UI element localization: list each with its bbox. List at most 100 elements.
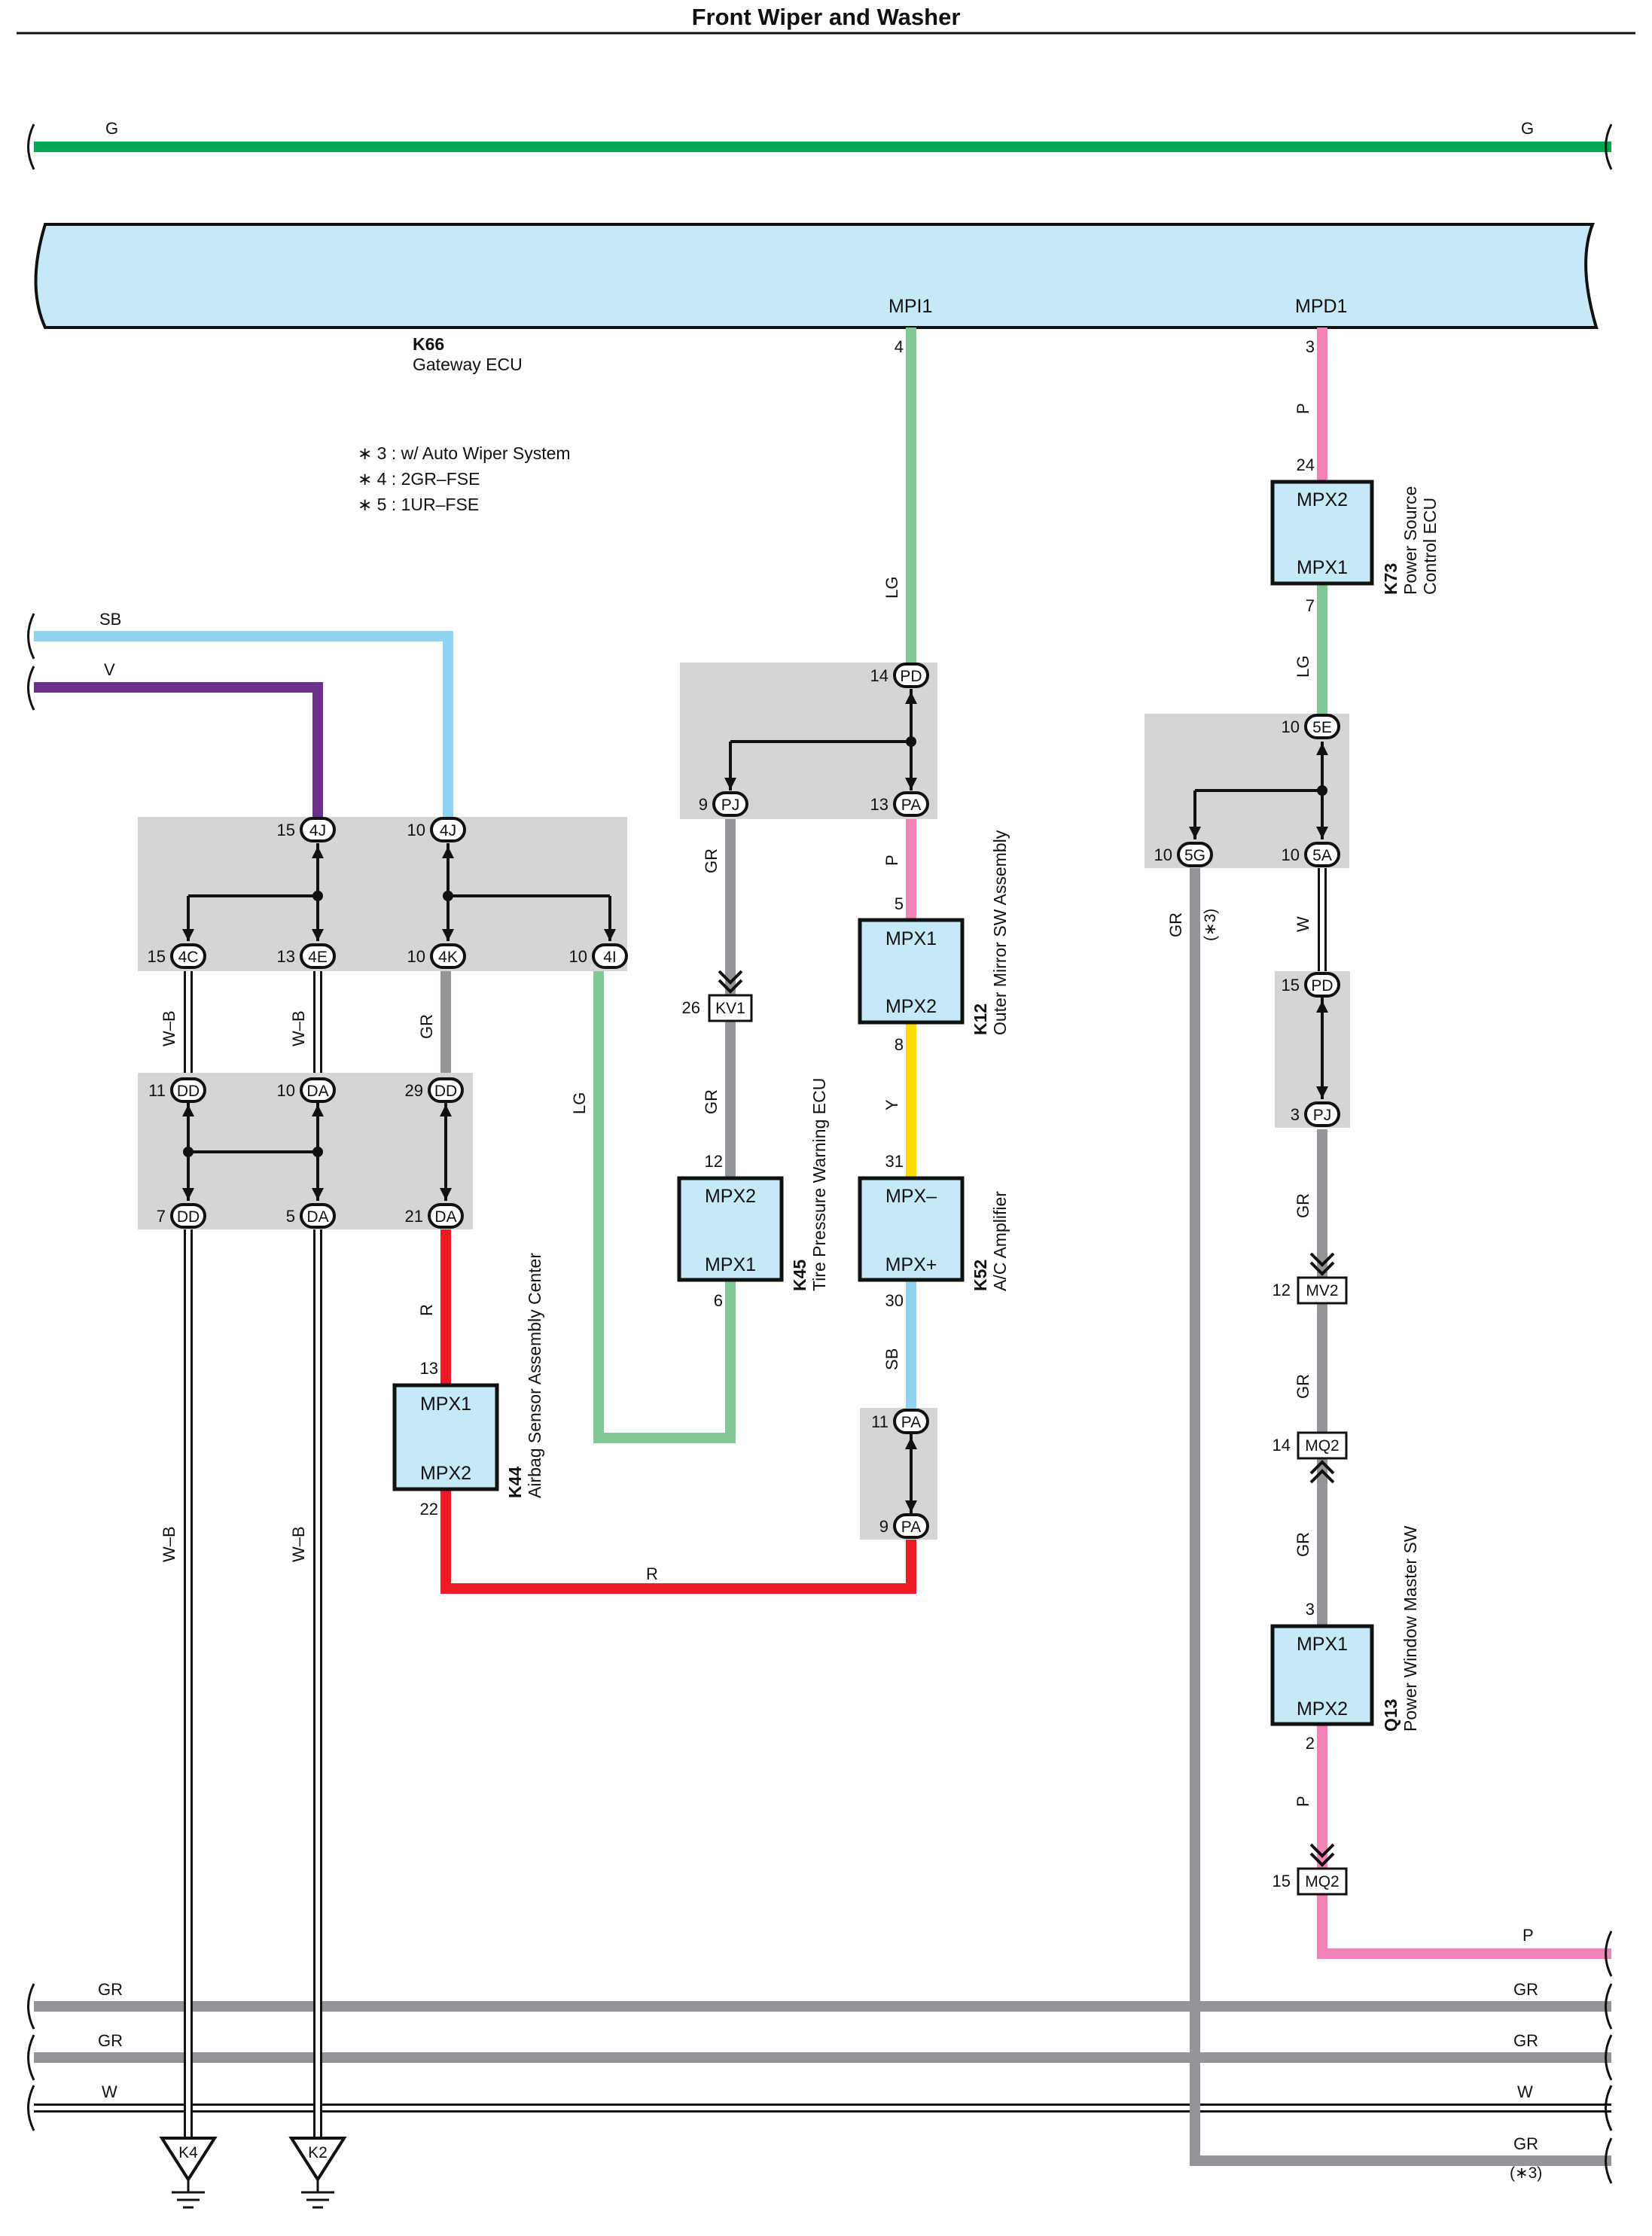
connector-code: 5G <box>1184 847 1205 864</box>
wire-label-p-q13: P <box>1294 1796 1312 1807</box>
splice-lines <box>187 689 1324 1513</box>
connector-pin: 10 <box>569 947 587 966</box>
inline-code: MV2 <box>1306 1282 1338 1299</box>
pin-bottom: 7 <box>1306 596 1315 615</box>
wire-break-left <box>27 613 35 711</box>
note-3: ∗ 5 : 1UR–FSE <box>358 495 479 514</box>
connector-code: PA <box>901 797 921 814</box>
suffix-note-bus: (∗3) <box>1510 2164 1542 2182</box>
pin-top: 5 <box>895 894 904 913</box>
gateway-ecu: MPI1 MPD1 K66 Gateway ECU <box>34 223 1599 374</box>
wire-label-gr-mv2: GR <box>1294 1374 1312 1399</box>
connector-code: 4J <box>440 822 456 839</box>
connector-4j-10: 4J 10 <box>407 817 466 842</box>
wire-label-r-bottom: R <box>646 1564 658 1583</box>
connector-4k: 4K 10 <box>407 943 466 969</box>
connector-pin: 14 <box>870 666 888 685</box>
wire-break-p <box>1605 1930 1613 1977</box>
connector-pin: 3 <box>1291 1105 1300 1124</box>
wire-label-w-5a: W <box>1294 916 1312 932</box>
connector-pin: 13 <box>277 947 295 966</box>
wire-label-y: Y <box>882 1099 901 1110</box>
connector-code: DA <box>306 1208 328 1226</box>
wire-label-w-b-3: W–B <box>160 1526 178 1562</box>
terminal-top: MPX– <box>885 1186 937 1207</box>
component-name: Airbag Sensor Assembly Center <box>525 1253 544 1498</box>
page-title: Front Wiper and Washer <box>692 4 961 30</box>
connector-pd-15: PD 15 <box>1282 972 1340 998</box>
wire-label-w-b-4: W–B <box>289 1526 308 1562</box>
connector-da-5: DA 5 <box>286 1203 336 1229</box>
terminal-top: MPX1 <box>885 928 937 949</box>
connector-code: DD <box>434 1083 457 1100</box>
terminal-bottom: MPX2 <box>885 996 937 1017</box>
wire-sb <box>34 631 453 828</box>
terminal-bottom: MPX+ <box>885 1254 937 1275</box>
terminal-top: MPX2 <box>705 1186 756 1207</box>
wire-label-sb: SB <box>99 610 121 629</box>
connector-pd-14: PD 14 <box>870 663 929 688</box>
inline-connector-mq2-14: MQ2 14 <box>1273 1431 1348 1484</box>
connector-code: DA <box>434 1208 456 1226</box>
connector-code: 4K <box>438 949 458 966</box>
component-name: A/C Amplifier <box>990 1191 1010 1291</box>
connector-pin: 10 <box>407 821 425 839</box>
inline-connector-kv1: KV1 26 <box>682 970 753 1022</box>
note-2: ∗ 4 : 2GR–FSE <box>358 469 480 489</box>
wire-label-sb2: SB <box>882 1348 901 1370</box>
connector-pin: 11 <box>148 1081 166 1100</box>
connector-pin: 13 <box>870 795 888 814</box>
pin-top: 31 <box>885 1152 904 1171</box>
wire-label-v: V <box>104 660 115 679</box>
connector-pin: 10 <box>1282 845 1300 864</box>
connector-code: DD <box>177 1208 200 1226</box>
inline-pin: 12 <box>1273 1281 1291 1299</box>
component-name: Outer Mirror SW Assembly <box>990 830 1010 1035</box>
terminal-top: MPX1 <box>420 1394 471 1415</box>
pin-top: 3 <box>1306 1600 1315 1619</box>
vertical-wire-labels: P LG LG P Y SB GR GR W–B W–B GR LG R W–B… <box>160 403 1312 1807</box>
wire-gr-5g <box>1190 866 1611 2166</box>
inline-pin: 26 <box>682 998 700 1017</box>
bottom-buses <box>27 1983 1613 2184</box>
connector-code: 4I <box>603 949 617 966</box>
connector-pa-9: PA 9 <box>879 1513 929 1539</box>
wire-w-b-over <box>184 1988 1200 2161</box>
wire-label-w-bus-right: W <box>1517 2082 1533 2101</box>
gateway-term-mpd1: MPD1 <box>1295 296 1347 317</box>
pin-bottom: 30 <box>885 1291 904 1310</box>
component-k12: MPX1 MPX2 5 8 K12 Outer Mirror SW Assemb… <box>858 830 1010 1054</box>
pin-bottom: 2 <box>1306 1734 1315 1753</box>
pin-mpi1: 4 <box>895 337 904 356</box>
component-q13: MPX1 MPX2 3 2 Q13 Power Window Master SW <box>1270 1525 1420 1753</box>
connector-code: PJ <box>1313 1107 1332 1124</box>
component-id: K52 <box>971 1260 990 1291</box>
wire-label-w-bus-left: W <box>102 2082 117 2101</box>
connector-code: 5A <box>1312 847 1332 864</box>
wire-label-gr-pj2: GR <box>1294 1193 1312 1218</box>
inline-pin: 15 <box>1273 1872 1291 1890</box>
connector-pin: 15 <box>1282 976 1300 995</box>
wire-label-gr-mq2: GR <box>1294 1532 1312 1557</box>
component-id: K73 <box>1381 563 1401 595</box>
wire-label-r-k44: R <box>417 1304 436 1316</box>
component-k45: MPX2 MPX1 12 6 K45 Tire Pressure Warning… <box>677 1078 829 1310</box>
connector-4i: 4I 10 <box>569 943 628 969</box>
component-name: Tire Pressure Warning ECU <box>809 1078 829 1291</box>
connector-code: PJ <box>721 797 740 814</box>
connector-code: 5E <box>1312 719 1332 736</box>
component-name: Power Window Master SW <box>1401 1525 1420 1732</box>
connector-4j-15: 4J 15 <box>277 817 336 842</box>
component-id: K44 <box>505 1467 525 1498</box>
connector-pa-13: PA 13 <box>870 791 929 817</box>
splice-arrows <box>182 692 1328 1512</box>
connector-4c: 4C 15 <box>148 943 206 969</box>
wire-label-gr-bus1-left: GR <box>98 1980 123 1999</box>
connector-da-21: DA 21 <box>405 1203 464 1229</box>
connector-pin: 11 <box>871 1412 888 1431</box>
connector-pin: 9 <box>879 1517 888 1536</box>
component-name-2: Control ECU <box>1420 498 1440 595</box>
pin-top: 24 <box>1297 455 1315 474</box>
pin-mpd1: 3 <box>1306 337 1315 356</box>
